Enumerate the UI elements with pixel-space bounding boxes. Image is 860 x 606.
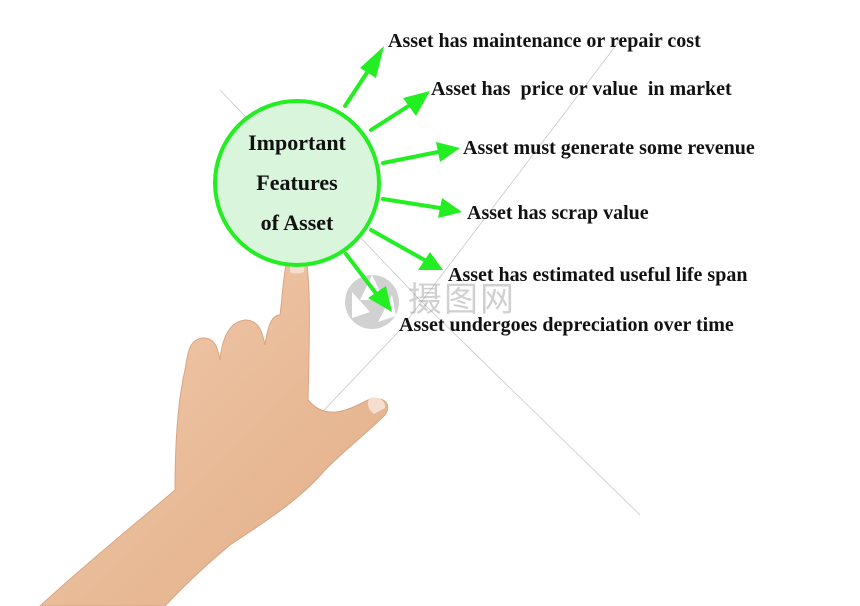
feature-revenue: Asset must generate some revenue <box>463 137 755 159</box>
feature-maintenance-cost: Asset has maintenance or repair cost <box>388 30 701 52</box>
arrow-revenue <box>381 142 460 165</box>
arrow-useful-life <box>369 228 443 270</box>
feature-depreciation: Asset undergoes depreciation over time <box>399 314 734 336</box>
feature-scrap-value: Asset has scrap value <box>467 202 649 224</box>
feature-useful-life: Asset has estimated useful life span <box>448 264 748 286</box>
arrow-scrap-value <box>381 197 462 218</box>
center-title-line-1: Important <box>248 130 346 155</box>
center-node: Important Features of Asset <box>213 99 381 267</box>
center-title-line-2: Features <box>256 170 338 195</box>
pointing-hand <box>39 254 389 606</box>
camera-aperture-icon <box>345 275 399 329</box>
center-title-line-3: of Asset <box>260 210 334 235</box>
arrow-depreciation <box>344 252 392 312</box>
arrows <box>343 46 462 312</box>
feature-market-value: Asset has price or value in market <box>431 78 732 100</box>
arrow-maintenance <box>343 46 384 108</box>
arrow-market-value <box>369 91 430 132</box>
watermark-text: 摄图网 <box>408 280 516 320</box>
